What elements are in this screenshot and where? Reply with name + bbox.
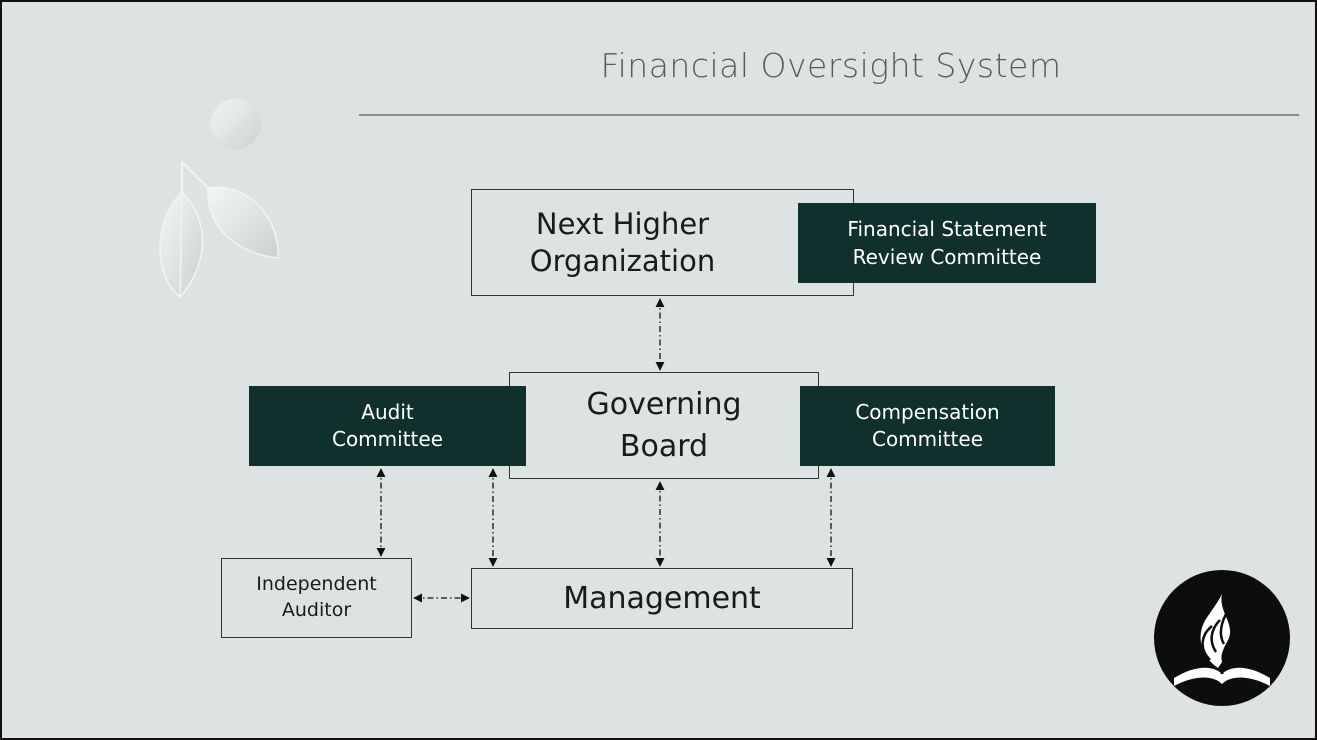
leaf-sprout-icon [159,99,279,299]
node-label: Financial Statement Review Committee [847,217,1047,269]
node-label: Compensation Committee [855,400,1000,451]
node-governing-board: Governing Board [509,372,819,479]
node-management: Management [471,568,853,629]
node-compensation-committee: Compensation Committee [800,386,1055,466]
node-label: Audit Committee [331,400,443,451]
flame-bible-logo-icon [1154,570,1290,706]
node-label: Management [563,581,761,616]
node-label: Independent Auditor [256,573,377,621]
node-label: Governing Board [586,386,742,464]
node-audit-committee: Audit Committee [249,386,526,466]
node-next-higher-organization: Next Higher Organization [471,189,854,296]
title-divider [359,114,1299,116]
slide-title: Financial Oversight System [600,46,1062,85]
node-financial-statement-review-committee: Financial Statement Review Committee [798,203,1096,283]
node-independent-auditor: Independent Auditor [221,558,412,638]
node-label: Next Higher Organization [529,207,716,278]
